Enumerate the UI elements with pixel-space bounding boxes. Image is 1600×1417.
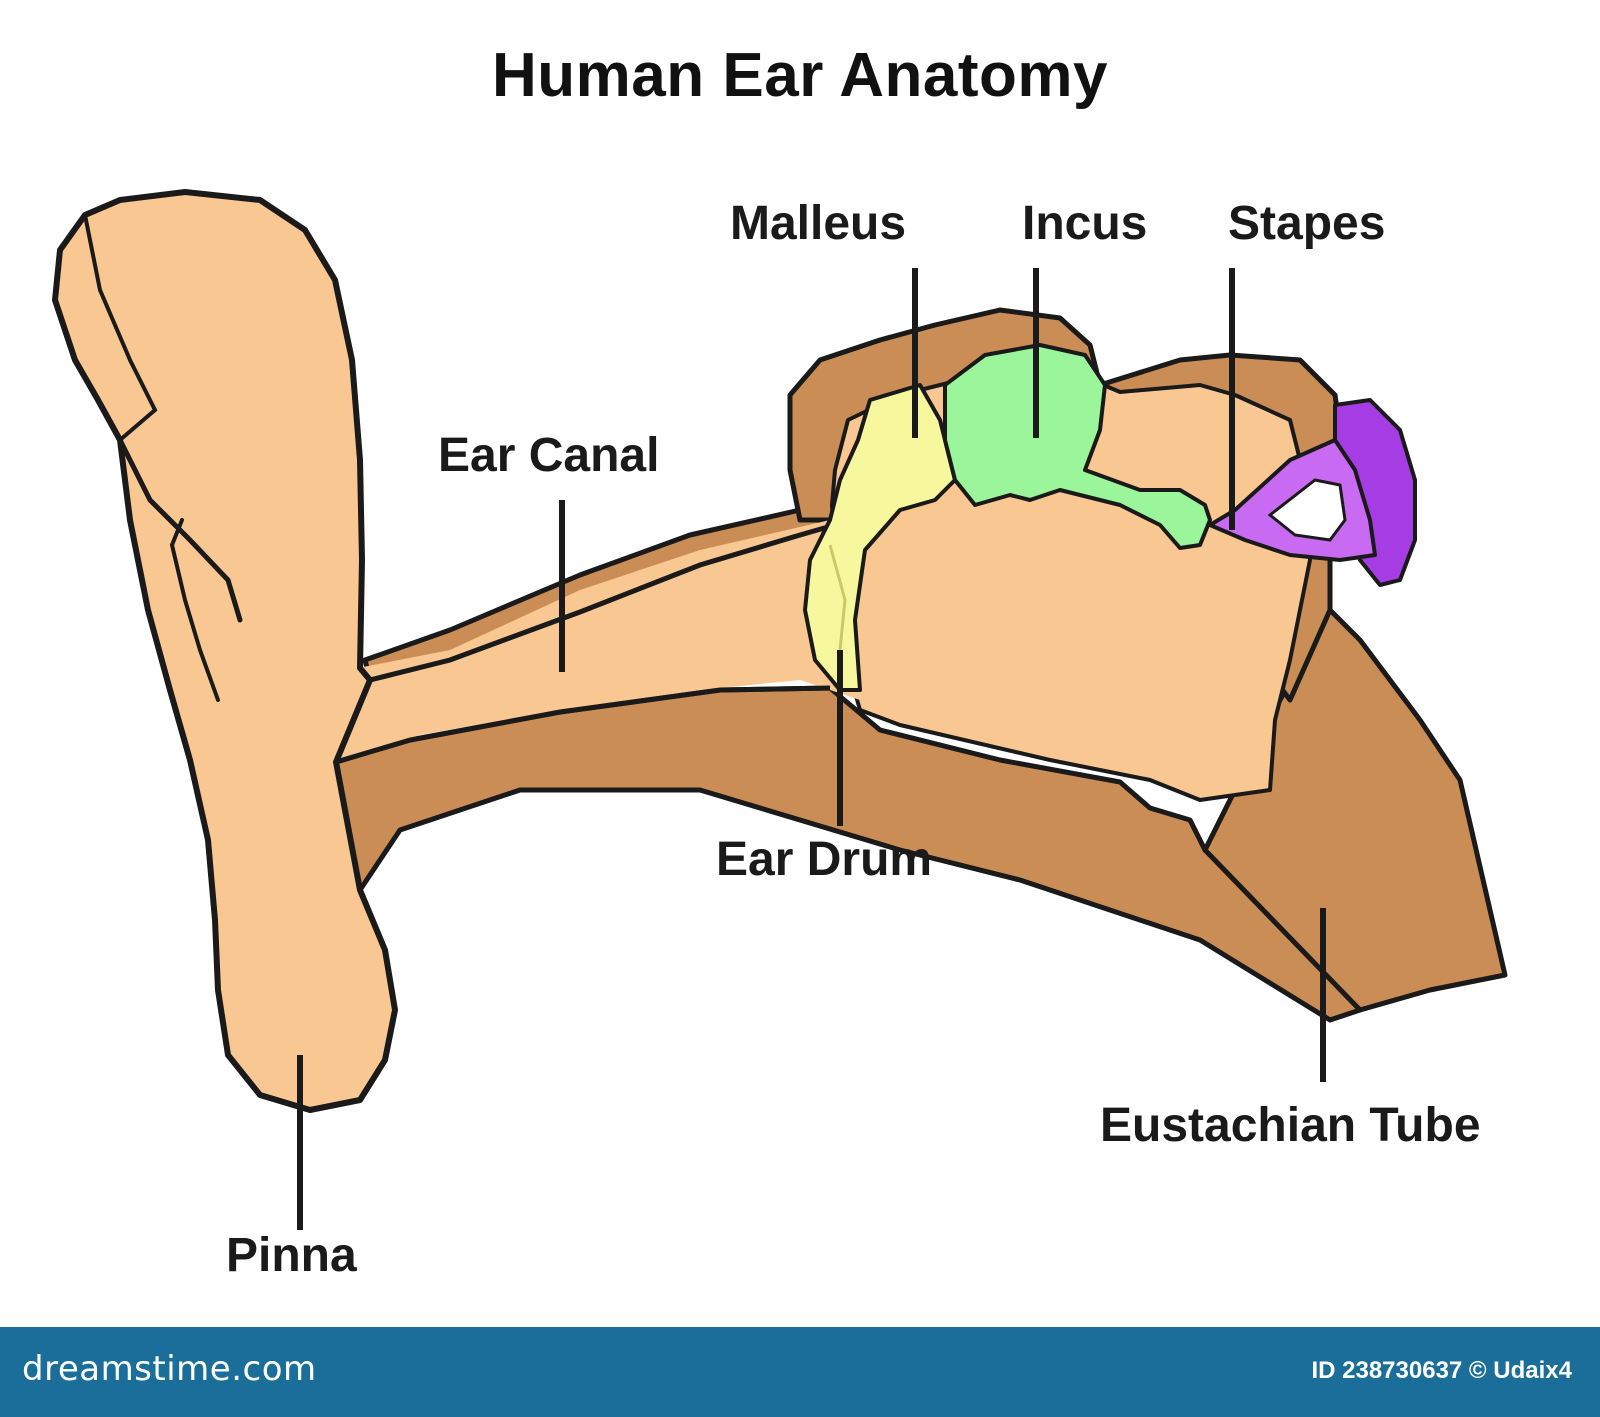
ear-drum-detail	[828, 544, 847, 651]
label-pinna: Pinna	[226, 1229, 357, 1282]
footer-bar: dreamstime.com ID 238730637 © Udaix4	[0, 1327, 1600, 1417]
pinna-helix-line	[83, 213, 158, 442]
label-stapes: Stapes	[1228, 197, 1386, 250]
label-eustachian-tube: Eustachian Tube	[1100, 1099, 1481, 1152]
pinna-inner-fold	[117, 437, 243, 623]
label-ear-drum: Ear Drum	[716, 833, 933, 886]
label-incus: Incus	[1022, 197, 1148, 250]
footer-image-id: ID 238730637 © Udaix4	[1311, 1357, 1572, 1384]
ear-canal	[320, 520, 860, 760]
label-ear-canal: Ear Canal	[438, 429, 660, 482]
footer-brand: dreamstime.com	[22, 1349, 317, 1389]
ear-anatomy-diagram: Human Ear Anatomy Malleus Incus Stapes E…	[52, 41, 1508, 1282]
diagram-title: Human Ear Anatomy	[492, 41, 1108, 110]
pinna-shape	[52, 189, 398, 1113]
pinna-inner-fold-2	[169, 518, 220, 702]
ear-illustration	[52, 189, 1508, 1230]
ear-canal-outline-bottom	[335, 685, 831, 765]
ear-canal-outline-top	[369, 522, 836, 683]
label-malleus: Malleus	[730, 197, 907, 250]
stapes-arch-hole	[1267, 478, 1347, 542]
incus-shape	[943, 343, 1212, 550]
